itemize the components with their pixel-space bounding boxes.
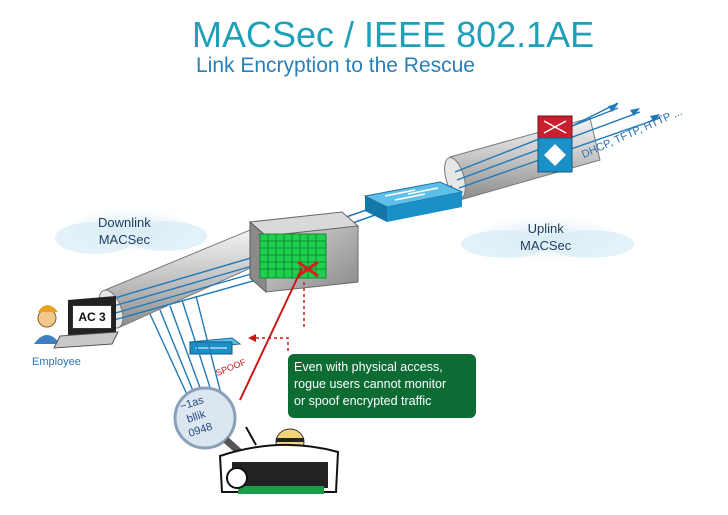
traffic-arrowheads (608, 104, 660, 122)
downlink-cloud (55, 208, 207, 254)
uplink-cloud (461, 216, 634, 260)
rogue-user-icon (218, 426, 340, 494)
core-router-icon (537, 115, 573, 173)
callout-line2: rogue users cannot monitor (294, 377, 447, 391)
access-switch-box (248, 211, 360, 294)
blocked-x-icon (297, 260, 319, 278)
callout-line1: Even with physical access, (294, 360, 443, 374)
downlink-label-line1: Downlink (98, 215, 151, 230)
uplink-label-line1: Uplink (527, 221, 564, 236)
uplink-macsec-label: Uplink MACSec (520, 220, 571, 254)
diagram-subtitle: Link Encryption to the Rescue (196, 54, 475, 77)
employee-icon (34, 305, 60, 344)
security-callout: Even with physical access, rogue users c… (288, 354, 476, 418)
distribution-switch-icon (363, 181, 464, 222)
callout-connector (250, 282, 305, 352)
spoof-attempt-line (239, 267, 303, 401)
employee-label: Employee (32, 356, 81, 368)
endpoint-badge: AC 3 (72, 305, 112, 329)
callout-line3: or spoof encrypted traffic (294, 394, 432, 408)
callout-arrowhead (248, 334, 256, 342)
downlink-macsec-label: Downlink MACSec (98, 214, 151, 248)
downlink-label-line2: MACSec (98, 232, 151, 247)
uplink-encrypted-tube (444, 117, 601, 201)
tap-switch-icon (188, 337, 242, 355)
uplink-label-line2: MACSec (520, 238, 572, 253)
diagram-title: MACSec / IEEE 802.1AE (192, 14, 595, 55)
